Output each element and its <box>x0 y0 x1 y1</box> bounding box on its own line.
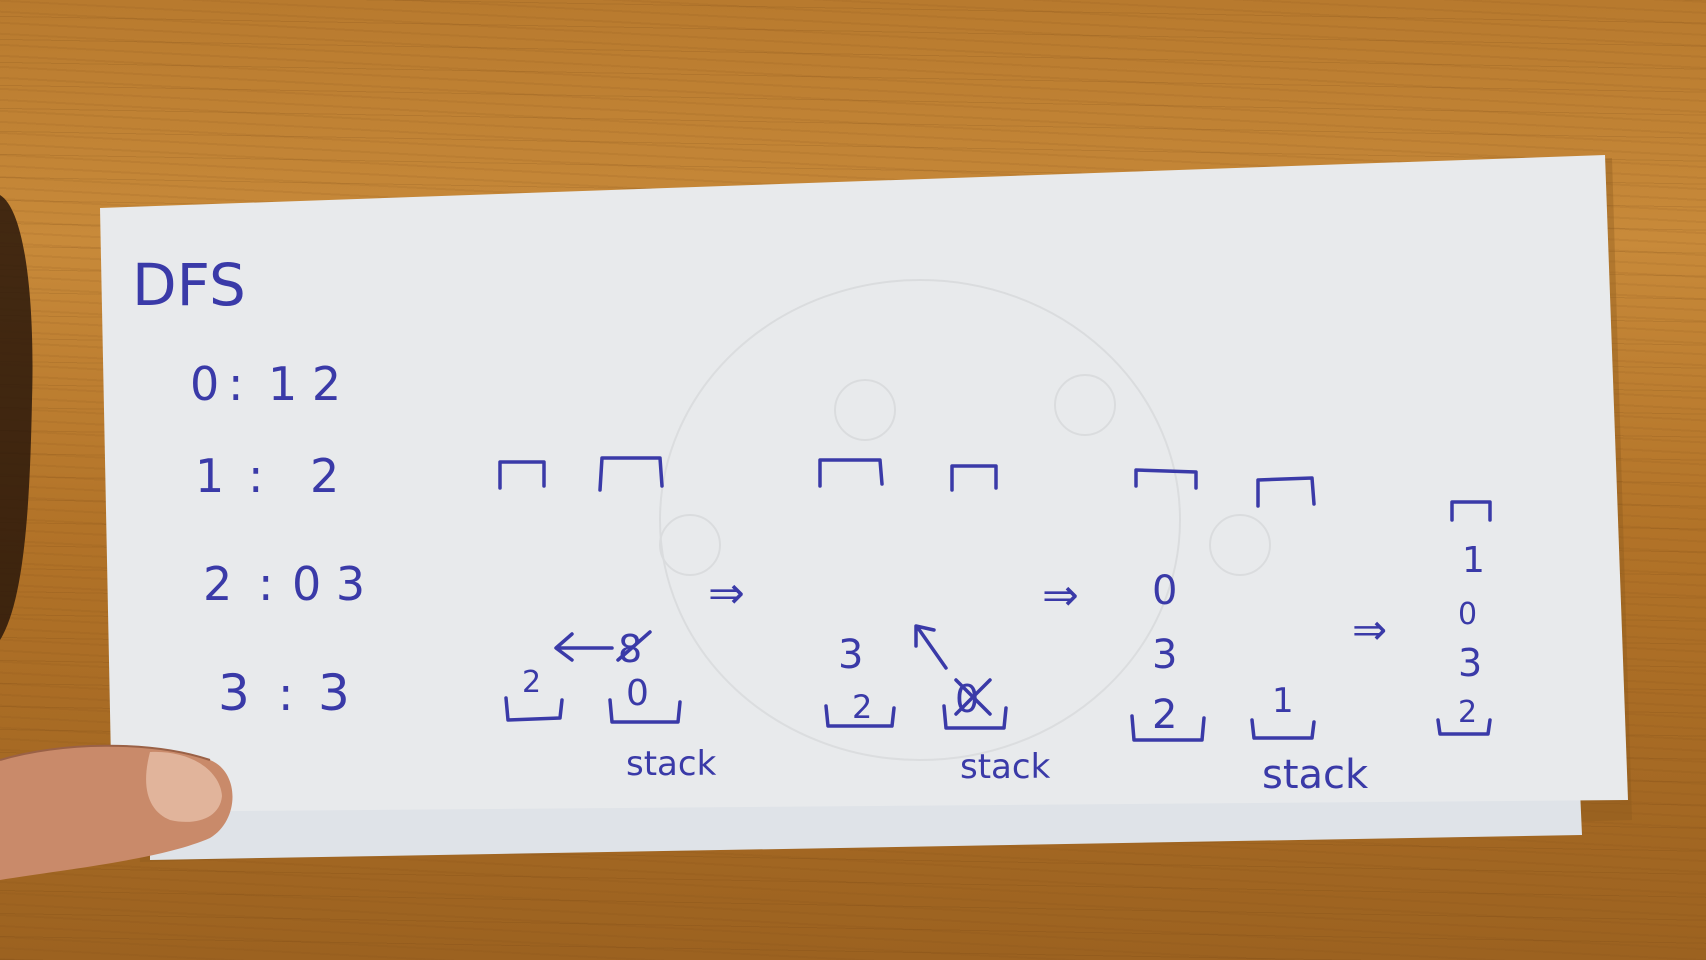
stack-item: 0 <box>1458 597 1477 632</box>
svg-text::: : <box>248 449 264 503</box>
step2-group: 3 2 0 stack <box>818 458 1051 787</box>
stack-top-bracket <box>1450 500 1492 522</box>
stack-item: 2 <box>852 688 872 726</box>
adjacency-neighbors-3: 3 <box>318 664 350 722</box>
adjacency-node-0: 0 <box>190 357 219 411</box>
stack-item: 0 <box>1152 568 1177 614</box>
stack-item: 2 <box>1152 692 1177 738</box>
transition-arrow: ⇒ <box>1042 570 1079 621</box>
up-arrow <box>914 624 948 670</box>
stack-bottom-bracket <box>1436 718 1492 736</box>
stack-top-bracket <box>1256 476 1316 508</box>
stack-bottom-bracket <box>942 704 1008 730</box>
back-arrow <box>554 632 614 662</box>
stack-top-bracket <box>498 460 546 490</box>
stack-item: 1 <box>1272 681 1294 721</box>
step1-group: 8 2 0 stack <box>498 456 717 784</box>
show-through-graph <box>659 279 1271 761</box>
adjacency-neighbors-2: 0 3 <box>292 557 365 611</box>
stack-label: stack <box>1262 752 1369 798</box>
stack-bottom-bracket <box>608 698 682 724</box>
stack-top-bracket <box>950 464 998 492</box>
stack-item: 2 <box>1458 695 1477 730</box>
svg-text::: : <box>258 557 274 611</box>
step3-group: 0 3 2 1 stack <box>1130 468 1369 798</box>
adjacency-neighbors-1: 2 <box>310 449 339 503</box>
adjacency-node-2: 2 <box>203 557 232 611</box>
stack-item: 0 <box>626 673 649 714</box>
paper-sheet <box>100 155 1628 812</box>
stack-label: stack <box>626 744 717 784</box>
stack-item: 2 <box>522 665 541 700</box>
adjacency-node-1: 1 <box>195 449 224 503</box>
stack-item: 3 <box>1458 641 1482 685</box>
adjacency-neighbors-0: 1 2 <box>268 357 341 411</box>
stack-label: stack <box>960 747 1051 787</box>
title-dfs: DFS <box>132 251 246 319</box>
dark-object <box>0 195 33 640</box>
adjacency-node-3: 3 <box>218 664 250 722</box>
svg-text::: : <box>278 667 294 721</box>
stack-top-bracket <box>818 458 884 488</box>
transition-arrow: ⇒ <box>708 568 745 619</box>
stack-bottom-bracket <box>824 704 896 728</box>
stack-bottom-bracket <box>504 696 564 722</box>
stack-top-bracket <box>598 456 664 492</box>
stack-bottom-bracket <box>1250 718 1316 740</box>
transition-arrow: ⇒ <box>1352 605 1387 654</box>
thumb <box>0 744 233 880</box>
final-stack-group: 1 0 3 2 <box>1436 500 1492 736</box>
stack-item: 3 <box>838 632 863 678</box>
stack-top-bracket <box>1134 468 1198 490</box>
stack-item: 1 <box>1462 540 1485 581</box>
stack-bottom-bracket <box>1130 714 1206 742</box>
svg-text::: : <box>228 357 244 411</box>
stack-item: 3 <box>1152 632 1177 678</box>
